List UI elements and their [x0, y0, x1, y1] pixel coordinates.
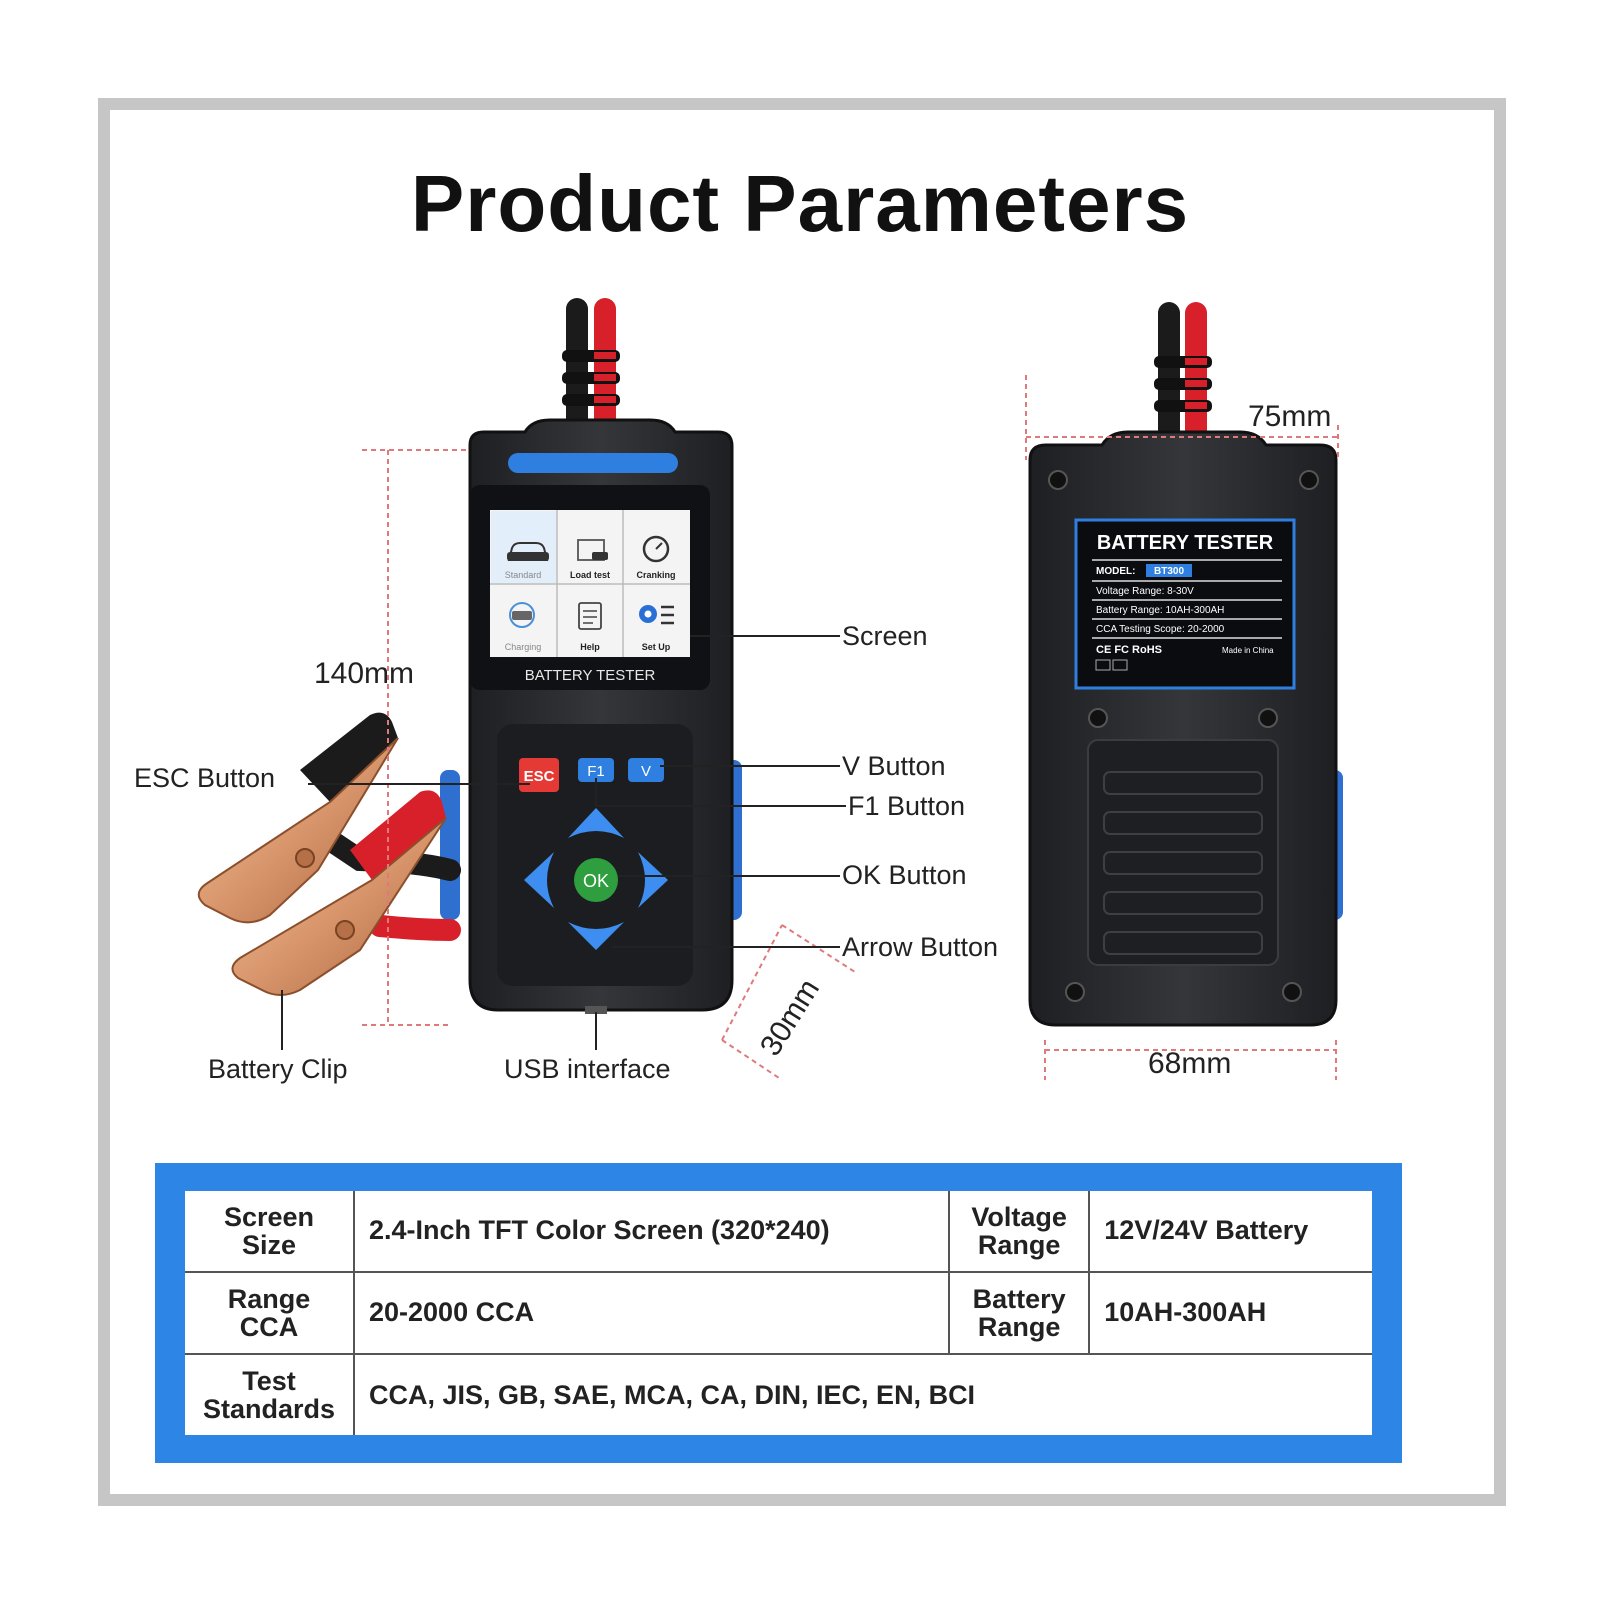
side-grip-left — [440, 770, 460, 920]
tile-label-charging: Charging — [505, 642, 542, 652]
battery-clips — [197, 712, 461, 996]
v-key-label: V — [641, 763, 651, 780]
callout-arrow-button: Arrow Button — [842, 932, 998, 962]
tile-label-help: Help — [580, 642, 600, 652]
help-icon — [578, 602, 602, 630]
back-label-title: BATTERY TESTER — [1097, 532, 1274, 554]
spec-value-screen-size: 2.4-Inch TFT Color Screen (320*240) — [352, 1191, 951, 1273]
arrow-down-key[interactable] — [568, 922, 624, 950]
product-diagram: Standard Load test Cranking Charging Hel… — [134, 298, 1343, 1084]
spec-value-test-standards: CCA, JIS, GB, SAE, MCA, CA, DIN, IEC, EN… — [353, 1353, 1372, 1435]
cables-front — [562, 298, 620, 438]
back-label-made-in: Made in China — [1222, 646, 1274, 655]
back-label-voltage: Voltage Range: 8-30V — [1096, 586, 1194, 597]
spec-value-battery-range: 10AH-300AH — [1088, 1270, 1372, 1356]
screen-grid — [490, 510, 690, 657]
settings-gear-icon — [639, 605, 674, 625]
back-label-plate — [1074, 518, 1296, 690]
tile-label-setup: Set Up — [642, 642, 671, 652]
dimension-height-label: 140mm — [314, 657, 414, 690]
page-title: Product Parameters — [410, 159, 1190, 248]
callout-f1-button: F1 Button — [848, 791, 965, 821]
dimension-lines — [362, 375, 1339, 1081]
arrow-left-key[interactable] — [524, 852, 554, 908]
tile-label-standard: Standard — [505, 570, 542, 580]
usb-port — [585, 1006, 607, 1014]
ok-key-label: OK — [583, 871, 609, 891]
callout-screen: Screen — [842, 621, 928, 651]
f1-key[interactable] — [578, 758, 614, 782]
tile-label-load-test: Load test — [570, 570, 610, 580]
callout-v-button: V Button — [842, 751, 946, 781]
car-icon — [507, 542, 549, 561]
back-label-cca: CCA Testing Scope: 20-2000 — [1096, 624, 1225, 635]
dimension-bottom-width-label: 68mm — [1148, 1047, 1231, 1080]
back-label-model-value: BT300 — [1154, 566, 1184, 577]
ok-key[interactable] — [574, 858, 618, 902]
spec-value-voltage-range: 12V/24V Battery — [1088, 1191, 1372, 1273]
spec-value-range-cca: 20-2000 CCA — [352, 1270, 951, 1356]
v-key[interactable] — [628, 758, 664, 782]
f1-key-label: F1 — [587, 763, 605, 780]
dimension-top-width-label: 75mm — [1248, 400, 1331, 433]
cables-back — [1154, 302, 1212, 442]
arrow-right-key[interactable] — [638, 852, 668, 908]
back-label-battery: Battery Range: 10AH-300AH — [1096, 605, 1224, 616]
callout-ok-button: OK Button — [842, 860, 967, 890]
callout-esc-button: ESC Button — [134, 763, 275, 793]
back-label-model-key: MODEL: — [1096, 566, 1135, 577]
back-device: BATTERY TESTER MODEL: BT300 Voltage Rang… — [1028, 302, 1343, 1027]
front-device: Standard Load test Cranking Charging Hel… — [440, 298, 742, 1014]
charging-icon — [509, 602, 535, 628]
load-test-icon — [577, 539, 608, 561]
callout-lines — [281, 635, 846, 1050]
callout-battery-clip: Battery Clip — [208, 1054, 348, 1084]
arrow-up-key[interactable] — [568, 808, 624, 838]
dimension-depth-label: 30mm — [754, 974, 826, 1062]
esc-key-label: ESC — [524, 768, 555, 785]
callout-usb-interface: USB interface — [504, 1054, 671, 1084]
back-label-certs: CE FC RoHS — [1096, 644, 1162, 656]
tile-label-cranking: Cranking — [636, 570, 675, 580]
gauge-icon — [642, 535, 670, 563]
device-brand-label: BATTERY TESTER — [525, 667, 656, 684]
top-blue-strip — [508, 453, 678, 473]
